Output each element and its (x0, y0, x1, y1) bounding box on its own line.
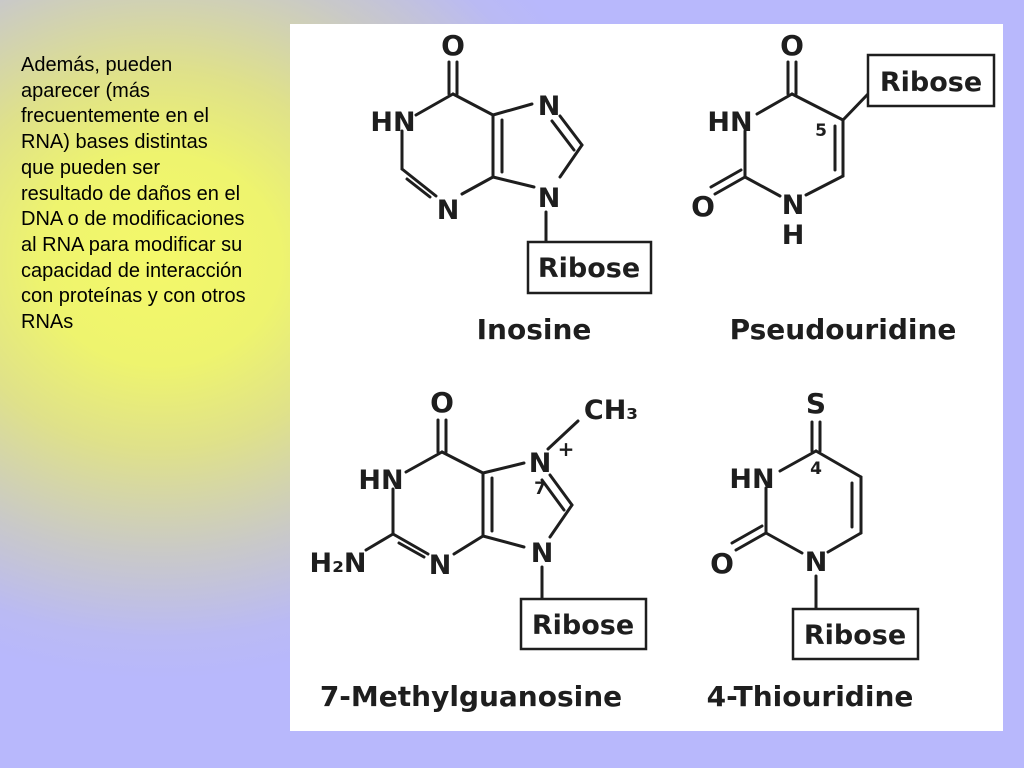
thiouridine-atom-hn: HN (729, 464, 774, 495)
methylguanosine-atom-n7: N (529, 448, 552, 479)
pseudouridine-structure: O HN 5 O N H Ribose Pseudouridine (691, 29, 996, 346)
description-line: Además, pueden (21, 54, 173, 76)
structures-panel: O HN N N N Ribose Inosine (290, 24, 1003, 731)
inosine-ribose-label: Ribose (538, 253, 640, 284)
inosine-name: Inosine (477, 313, 592, 346)
methylguanosine-atom-h2n: H₂N (309, 548, 366, 579)
description-line: capacidad de interacción (21, 259, 243, 282)
inosine-atom-n3: N (437, 195, 460, 226)
methylguanosine-ribose-box (519, 597, 648, 651)
pseudouridine-atom-h1: H (782, 220, 805, 251)
methylguanosine-name: 7-Methylguanosine (320, 680, 622, 713)
thiouridine-name: 4-Thiouridine (707, 680, 914, 713)
pseudouridine-ribose-box (866, 53, 996, 108)
pseudouridine-ribose-label: Ribose (880, 67, 982, 98)
description-text: Además, pueden aparecer (más frecuenteme… (21, 53, 289, 336)
thiouridine-ribose-box (791, 607, 920, 661)
methylguanosine-bonds (364, 418, 580, 601)
description-line: DNA o de modificaciones (21, 208, 245, 231)
structures-diagram: O HN N N N Ribose Inosine (309, 29, 996, 713)
methylguanosine-charge: + (558, 437, 575, 461)
pseudouridine-atom-o2: O (691, 190, 715, 223)
thiouridine-position-4: 4 (810, 459, 822, 479)
description-line: aparecer (más (21, 79, 150, 102)
inosine-ribose-box (526, 240, 653, 295)
pseudouridine-atom-hn: HN (707, 107, 752, 138)
pseudouridine-atom-n1: N (782, 190, 805, 221)
thiouridine-structure: S HN 4 O N Ribose 4-Thiouridine (707, 387, 920, 713)
methylguanosine-position-7: 7 (534, 479, 546, 499)
inosine-atom-n9: N (538, 183, 561, 214)
thiouridine-atom-n1: N (805, 547, 828, 578)
pseudouridine-bonds (709, 60, 870, 198)
inosine-atom-n7: N (538, 91, 561, 122)
methylguanosine-atom-hn: HN (358, 465, 403, 496)
methylguanosine-atom-n9: N (531, 538, 554, 569)
description-line: RNAs (21, 311, 74, 334)
thiouridine-atom-s: S (806, 387, 826, 420)
description-line: que pueden ser (21, 156, 161, 179)
thiouridine-atom-o: O (710, 547, 734, 580)
description-line: resultado de daños en el (21, 182, 241, 205)
inosine-structure: O HN N N N Ribose Inosine (370, 29, 653, 346)
description-line: con proteínas y con otros (21, 285, 246, 308)
inosine-bonds (400, 60, 584, 244)
pseudouridine-position-5: 5 (815, 121, 827, 141)
methylguanosine-methyl: CH₃ (584, 395, 638, 426)
inosine-atom-hn: HN (370, 107, 415, 138)
pseudouridine-name: Pseudouridine (730, 313, 957, 346)
description-line: RNA) bases distintas (21, 131, 208, 154)
inosine-atom-o: O (441, 29, 465, 62)
thiouridine-ribose-label: Ribose (804, 620, 906, 651)
methylguanosine-ribose-label: Ribose (532, 610, 634, 641)
methylguanosine-atom-n3: N (429, 550, 452, 581)
thiouridine-bonds (730, 420, 863, 611)
pseudouridine-atom-o4: O (780, 29, 804, 62)
methylguanosine-structure: O HN H₂N N N N + 7 CH₃ Ribose 7-Methylgu… (309, 386, 648, 713)
description-line: frecuentemente en el (21, 105, 209, 128)
methylguanosine-atom-o: O (430, 386, 454, 419)
description-line: al RNA para modificar su (21, 233, 243, 256)
